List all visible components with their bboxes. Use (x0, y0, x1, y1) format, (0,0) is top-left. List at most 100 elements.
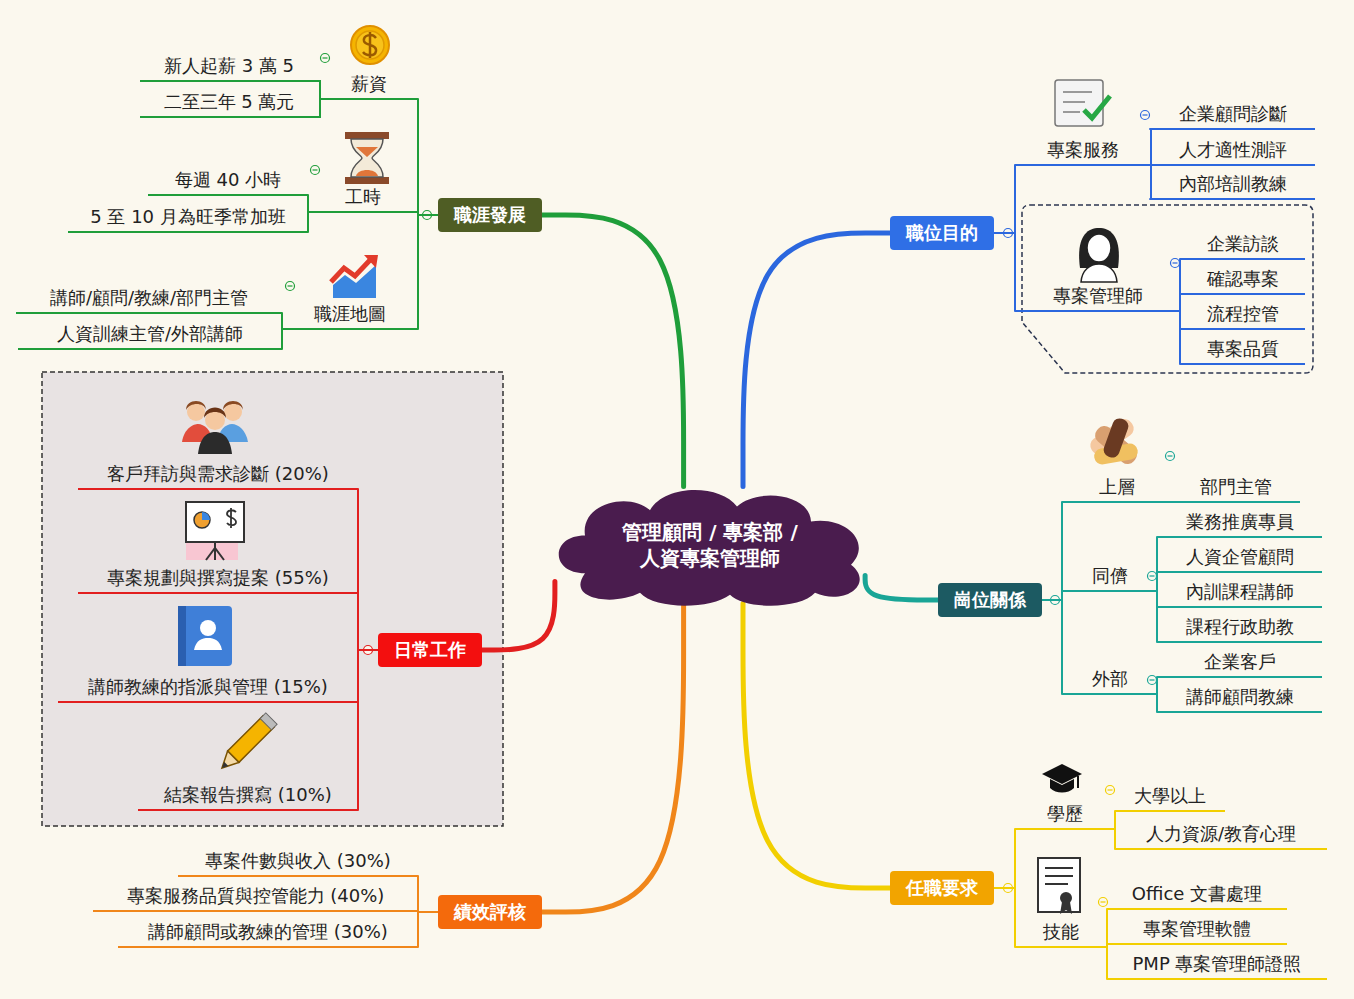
topic-text: 專案管理師 (1053, 285, 1143, 306)
topic-text: 講師教練的指派與管理 (15%) (88, 676, 328, 697)
branch-connector (542, 215, 684, 486)
topic-text: 人資訓練主管/外部講師 (57, 323, 243, 344)
topic-text: 確認專案 (1207, 268, 1279, 289)
branch-connector (994, 233, 1015, 311)
topic-text: 外部 (1092, 668, 1128, 689)
branch-connector (358, 650, 378, 810)
topic-label: 專案品質 (1180, 337, 1305, 365)
topic-text: 內訓課程講師 (1186, 581, 1294, 602)
topic-text: 職涯地圖 (314, 303, 386, 324)
topic-label: 人才適性測評 (1150, 138, 1315, 166)
branch-connector (318, 99, 320, 117)
topic-text: 人力資源/教育心理 (1146, 823, 1296, 844)
topic-text: 講師/顧問/教練/部門主管 (50, 287, 248, 308)
topic-text: 流程控管 (1207, 303, 1279, 324)
topic-text: 職涯發展 (454, 204, 526, 225)
branch-connector (1150, 165, 1151, 199)
collapse-knob (1166, 452, 1175, 461)
branch-connector (1042, 600, 1062, 694)
collapse-knob (1141, 111, 1150, 120)
board-icon (186, 502, 244, 560)
topic-text: 專案服務品質與控管能力 (40%) (127, 885, 385, 906)
topic-text: 客戶拜訪與需求診斷 (20%) (107, 463, 329, 484)
topic-text: 課程行政助教 (1186, 616, 1294, 637)
topic-label: 企業顧問診斷 (1150, 102, 1315, 130)
certificate-icon (1038, 858, 1080, 914)
topic-label: 結案報告撰寫 (10%) (138, 783, 358, 811)
topic-text: 專案服務 (1047, 139, 1119, 160)
topic-label: 同儕 (1062, 564, 1157, 592)
branch-topic: 日常工作 (378, 633, 482, 667)
collapse-knob (321, 54, 330, 63)
topic-text: 5 至 10 月為旺季常加班 (90, 206, 286, 227)
topic-label: Office 文書處理 (1107, 882, 1287, 910)
person-icon (1079, 228, 1119, 282)
topic-label: 每週 40 小時 (148, 168, 308, 196)
topic-label: 學歷 (1015, 802, 1115, 830)
people-icon (182, 401, 248, 454)
collapse-knob (1171, 259, 1180, 268)
topic-label: 課程行政助教 (1157, 615, 1322, 643)
topic-text: 業務推廣專員 (1186, 511, 1294, 532)
topic-label: 講師教練的指派與管理 (15%) (58, 675, 358, 703)
topic-label: 企業訪談 (1180, 232, 1305, 260)
collapse-knob (286, 282, 295, 291)
branch-topic: 任職要求 (890, 871, 994, 905)
topic-text: 技能 (1043, 921, 1079, 942)
topic-text: 同儕 (1092, 565, 1128, 586)
group-region (1022, 205, 1313, 373)
topic-text: 結案報告撰寫 (10%) (164, 784, 332, 805)
topic-text: 任職要求 (906, 877, 978, 898)
topic-text: 企業客戶 (1204, 651, 1276, 672)
topic-label: 專案服務品質與控管能力 (40%) (93, 884, 418, 912)
central-topic: 管理顧問 / 專案部 / 人資專案管理師 (545, 484, 875, 606)
topic-text: 新人起薪 3 萬 5 (164, 55, 294, 76)
topic-text: 大學以上 (1134, 785, 1206, 806)
collapse-knob (311, 166, 320, 175)
topic-text: 工時 (345, 186, 381, 207)
pencil-icon (216, 713, 277, 774)
topic-label: 技能 (1015, 920, 1107, 948)
topic-label: 內訓課程講師 (1157, 580, 1322, 608)
topic-label: 內部培訓教練 (1150, 172, 1315, 200)
branch-connector (358, 489, 378, 650)
topic-text: 人資企管顧問 (1186, 546, 1294, 567)
topic-text: 專案管理軟體 (1143, 918, 1251, 939)
topic-label: 部門主管 (1172, 475, 1300, 503)
topic-label: 專案管理軟體 (1107, 917, 1287, 945)
topic-label: 專案件數與收入 (30%) (178, 849, 418, 877)
topic-text: 薪資 (351, 73, 387, 94)
branch-topic: 績效評核 (438, 895, 542, 929)
topic-label: 講師顧問或教練的管理 (30%) (118, 920, 418, 948)
topic-label: 講師/顧問/教練/部門主管 (16, 286, 282, 314)
topic-text: 專案件數與收入 (30%) (205, 850, 391, 871)
topic-text: 二至三年 5 萬元 (164, 91, 295, 112)
topic-label: 5 至 10 月為旺季常加班 (68, 205, 308, 233)
topic-label: 專案服務 (1015, 138, 1151, 166)
branch-connector (1042, 591, 1062, 600)
topic-label: 人力資源/教育心理 (1115, 822, 1327, 850)
collapse-knob (1148, 676, 1157, 685)
branch-connector (994, 888, 1015, 947)
branch-topic: 職涯發展 (438, 198, 542, 232)
topic-text: 部門主管 (1200, 476, 1272, 497)
branch-topic: 職位目的 (890, 216, 994, 250)
branch-connector (358, 650, 378, 702)
branch-connector (418, 215, 438, 329)
branch-topic: 崗位關係 (938, 583, 1042, 617)
topic-text: 人才適性測評 (1179, 139, 1287, 160)
branch-connector (994, 829, 1015, 888)
topic-text: 職位目的 (906, 222, 978, 243)
topic-label: 外部 (1062, 667, 1157, 695)
topic-label: 新人起薪 3 萬 5 (140, 54, 318, 82)
hourglass-icon (345, 132, 389, 184)
topic-label: 客戶拜訪與需求診斷 (20%) (78, 462, 358, 490)
topic-label: 工時 (308, 185, 418, 213)
branch-connector (1042, 502, 1062, 600)
branch-connector (358, 593, 378, 650)
checklist-icon (1055, 80, 1110, 126)
topic-label: 大學以上 (1115, 784, 1225, 812)
topic-label: 人資企管顧問 (1157, 545, 1322, 573)
collapse-knob (1106, 786, 1115, 795)
